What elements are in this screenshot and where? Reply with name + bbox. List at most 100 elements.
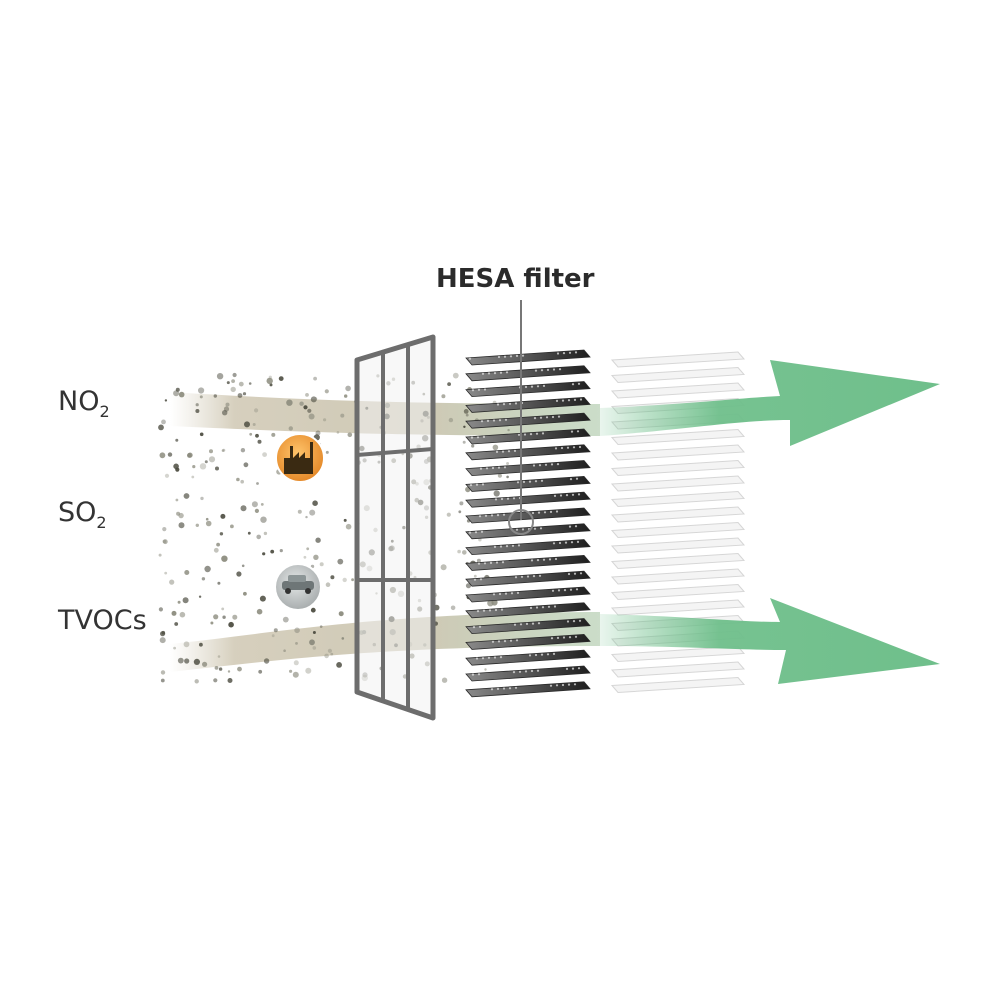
captured-particle: [557, 589, 561, 592]
pollutant-particle: [448, 417, 454, 423]
pollutant-particle: [325, 450, 329, 454]
captured-particle: [575, 588, 579, 591]
pollutant-particle: [259, 595, 266, 602]
captured-particle: [496, 403, 500, 406]
captured-particle: [571, 667, 575, 670]
pollutant-particle: [310, 564, 315, 569]
captured-particle: [519, 623, 523, 626]
pollutant-particle: [199, 642, 203, 647]
pollutant-particle: [325, 582, 331, 587]
pollutant-particle: [195, 523, 199, 527]
pollutant-particle: [171, 610, 177, 616]
captured-particle: [555, 684, 559, 687]
pollutant-particle: [309, 509, 316, 516]
captured-particle: [503, 640, 507, 643]
captured-particle: [534, 653, 538, 657]
pollutant-particle: [174, 622, 179, 626]
captured-particle: [553, 494, 557, 497]
pollutant-particle: [441, 677, 448, 683]
pollutant-particle: [312, 500, 318, 507]
captured-particle: [551, 415, 555, 419]
pollutant-particle: [351, 578, 354, 582]
pollutant-particle: [319, 562, 324, 567]
captured-particle: [579, 398, 583, 401]
clean-filter-fin: [610, 676, 746, 694]
captured-particle: [576, 430, 580, 433]
pollutant-particle: [347, 432, 353, 438]
captured-particle: [482, 435, 486, 438]
hesa-filter-fin: [465, 365, 591, 382]
captured-particle: [491, 466, 495, 470]
captured-particle: [570, 541, 574, 544]
pollutant-particle: [303, 555, 307, 559]
pollutant-particle: [256, 608, 263, 615]
captured-particle: [543, 511, 547, 514]
pollutant-particle: [164, 399, 168, 402]
captured-particle: [522, 480, 526, 483]
captured-particle: [529, 433, 533, 436]
hesa-filter-fin: [465, 507, 591, 524]
captured-particle: [561, 399, 565, 402]
captured-particle: [505, 545, 509, 548]
captured-particle: [579, 572, 583, 575]
pollutant-particle: [459, 501, 464, 506]
captured-particle: [558, 368, 562, 371]
captured-particle: [554, 557, 558, 561]
captured-particle: [567, 572, 571, 576]
pollutant-particle: [243, 591, 247, 596]
captured-particle: [472, 626, 476, 629]
captured-particle: [517, 433, 521, 436]
pollutant-particle: [242, 392, 247, 396]
pollutant-particle: [269, 383, 273, 387]
pollutant-particle: [309, 639, 315, 646]
pollutant-particle: [158, 424, 164, 431]
captured-particle: [468, 531, 472, 534]
captured-particle: [555, 399, 559, 402]
pollutant-particle: [201, 577, 206, 581]
pollutant-particle: [193, 658, 200, 666]
captured-particle: [515, 639, 519, 642]
captured-particle: [565, 494, 569, 497]
pollutant-particle: [343, 518, 347, 522]
pollutant-particle: [213, 678, 218, 683]
pollutant-particle: [232, 614, 238, 620]
captured-particle: [530, 559, 534, 562]
pollutant-particle: [252, 423, 256, 426]
hesa-filter-fin: [465, 428, 591, 445]
captured-particle: [475, 657, 479, 660]
pollutant-particle: [195, 409, 200, 413]
captured-particle: [524, 385, 528, 389]
pollutant-particle: [465, 413, 469, 417]
pollutant-particle: [192, 465, 196, 469]
captured-particle: [514, 402, 518, 405]
clean-air-arrows: [600, 360, 940, 684]
pollutant-particle: [177, 600, 181, 604]
captured-particle: [515, 528, 519, 531]
pollutant-particle: [199, 463, 207, 470]
pollutant-particle: [336, 431, 340, 434]
hesa-filter-fin: [465, 475, 591, 492]
clean-filter-fin: [610, 475, 746, 492]
pollutant-particle: [341, 637, 345, 640]
captured-particle: [487, 656, 491, 659]
captured-particle: [490, 688, 494, 691]
captured-particle: [563, 589, 567, 592]
pollutant-particle: [446, 512, 451, 517]
pollutant-particle: [240, 505, 247, 512]
pollutant-particle: [204, 565, 211, 573]
clean-filter-fin: [610, 661, 746, 678]
captured-particle: [533, 527, 537, 530]
captured-particle: [492, 419, 496, 422]
captured-particle: [498, 592, 502, 596]
captured-particle: [531, 511, 535, 515]
captured-particle: [494, 498, 498, 501]
hesa-filter-fin: [465, 491, 591, 508]
pollutant-particle: [254, 508, 259, 513]
captured-particle: [496, 514, 500, 517]
captured-particle: [574, 351, 578, 354]
clean-filter-fin: [610, 428, 746, 446]
pollutant-particle: [215, 466, 219, 471]
pollutant-particle: [243, 462, 249, 468]
captured-particle: [538, 464, 542, 467]
pollutant-particle: [216, 542, 221, 547]
